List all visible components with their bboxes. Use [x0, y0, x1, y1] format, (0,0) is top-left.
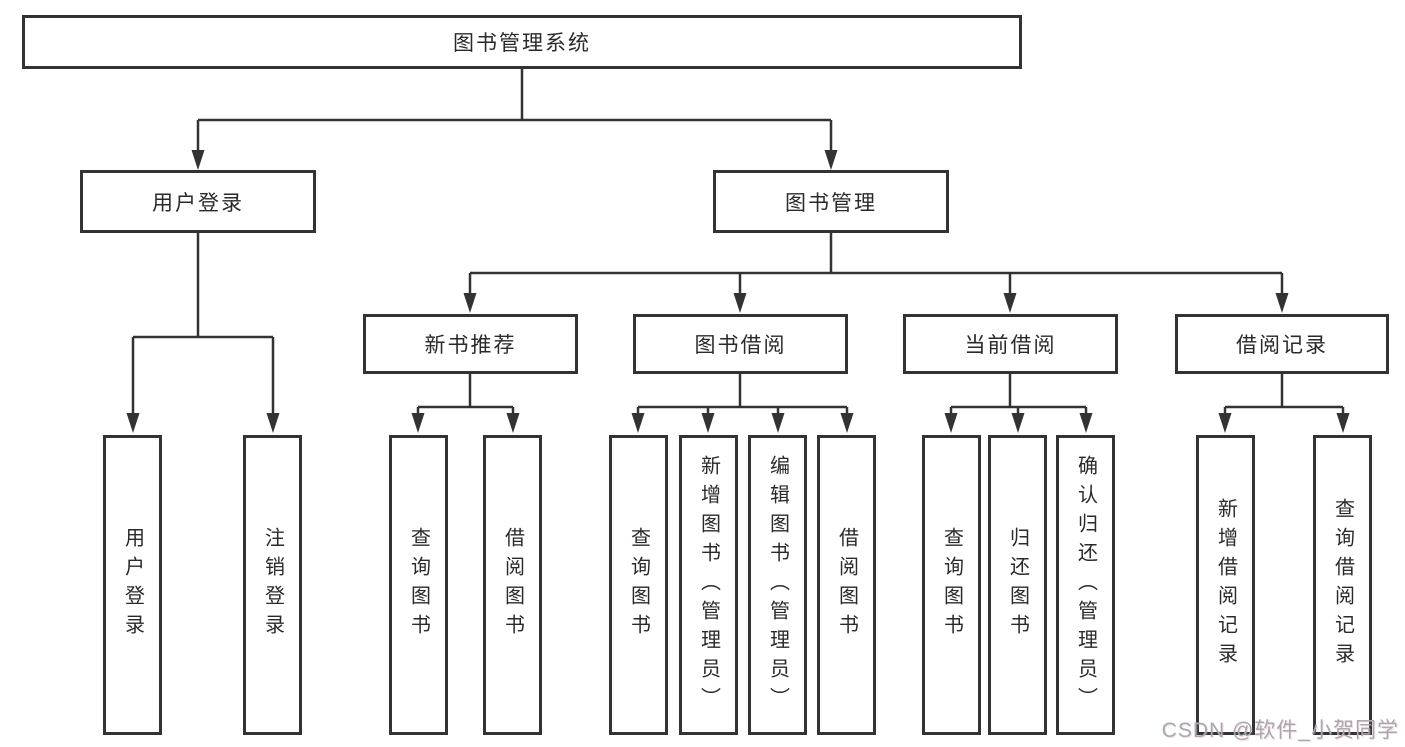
node-new-book-recommend-label: 新书推荐 [424, 334, 517, 357]
node-book-management: 图书管理 [713, 170, 949, 233]
leaf-query-books-borrowing-label: 查询图书 [627, 527, 650, 643]
leaf-query-books-borrowing: 查询图书 [609, 435, 668, 735]
leaf-logout-label: 注销登录 [261, 527, 284, 643]
connector-book-borrow-to-leaves [631, 374, 854, 433]
leaf-return-book: 归还图书 [988, 435, 1047, 735]
node-current-borrowing-label: 当前借阅 [964, 334, 1057, 357]
leaf-borrow-books-borrowing: 借阅图书 [817, 435, 876, 735]
connector-book-mgmt-to-level3 [463, 233, 1289, 313]
leaf-edit-book-admin-label: 编辑图书（管理员） [766, 454, 789, 716]
leaf-query-books-current-label: 查询图书 [940, 527, 963, 643]
leaf-logout: 注销登录 [243, 435, 302, 735]
node-book-borrowing: 图书借阅 [633, 314, 848, 374]
leaf-query-books-current: 查询图书 [922, 435, 981, 735]
leaf-query-borrow-record-label: 查询借阅记录 [1331, 498, 1354, 672]
connector-root-to-level2 [191, 69, 838, 170]
node-book-borrowing-label: 图书借阅 [694, 334, 787, 357]
leaf-add-borrow-record-label: 新增借阅记录 [1214, 498, 1237, 672]
node-root-label: 图书管理系统 [453, 32, 591, 55]
leaf-user-login: 用户登录 [103, 435, 162, 735]
connector-borrow-records-to-leaves [1218, 374, 1350, 433]
leaf-return-book-label: 归还图书 [1006, 527, 1029, 643]
leaf-confirm-return-admin-label: 确认归还（管理员） [1074, 454, 1097, 716]
node-user-login: 用户登录 [80, 170, 316, 233]
leaf-query-books-recommend: 查询图书 [389, 435, 448, 735]
node-new-book-recommend: 新书推荐 [363, 314, 578, 374]
leaf-borrow-books-borrowing-label: 借阅图书 [835, 527, 858, 643]
leaf-confirm-return-admin: 确认归还（管理员） [1056, 435, 1115, 735]
node-book-management-label: 图书管理 [785, 191, 877, 215]
connector-new-books-to-leaves [411, 374, 520, 433]
node-root-system: 图书管理系统 [22, 15, 1022, 69]
leaf-edit-book-admin: 编辑图书（管理员） [748, 435, 807, 735]
leaf-query-borrow-record: 查询借阅记录 [1313, 435, 1372, 735]
leaf-add-borrow-record: 新增借阅记录 [1196, 435, 1255, 735]
node-borrowing-records: 借阅记录 [1175, 314, 1389, 374]
connector-user-login-to-leaves [126, 233, 280, 433]
node-borrowing-records-label: 借阅记录 [1236, 334, 1328, 357]
csdn-watermark: CSDN @软件_小贺同学 [1161, 719, 1399, 742]
leaf-borrow-books-recommend: 借阅图书 [483, 435, 542, 735]
leaf-query-books-recommend-label: 查询图书 [407, 527, 430, 643]
node-current-borrowing: 当前借阅 [903, 314, 1118, 374]
leaf-add-book-admin-label: 新增图书（管理员） [697, 454, 720, 716]
node-user-login-label: 用户登录 [152, 191, 244, 215]
leaf-add-book-admin: 新增图书（管理员） [679, 435, 738, 735]
leaf-user-login-label: 用户登录 [121, 527, 144, 643]
connector-current-borrow-to-leaves [944, 374, 1093, 433]
leaf-borrow-books-recommend-label: 借阅图书 [501, 527, 524, 643]
